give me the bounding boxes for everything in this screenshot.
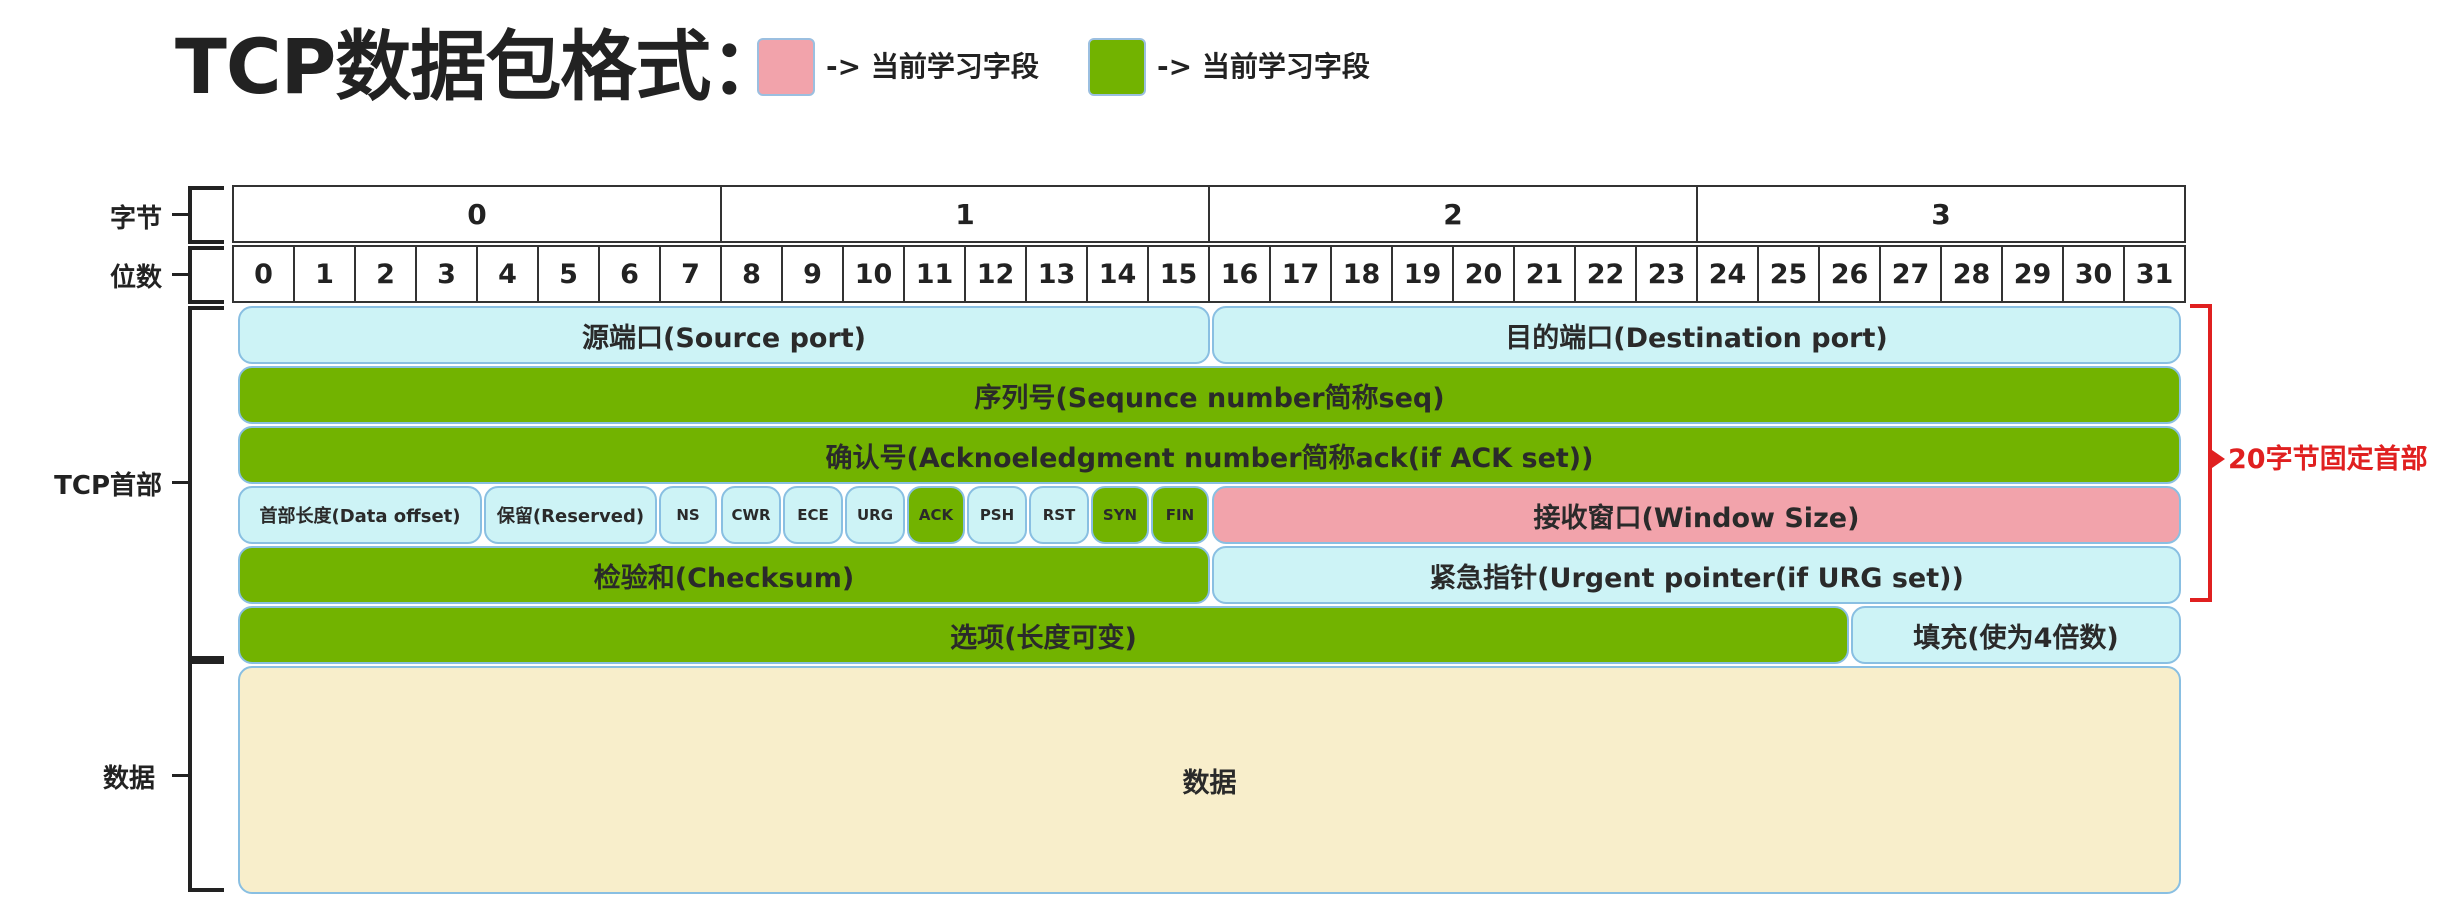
bit-cell: 21 — [1515, 247, 1576, 301]
row-label-bits: 位数 — [109, 263, 162, 293]
checksum-field: 检验和(Checksum) — [238, 546, 1210, 604]
bit-cell: 22 — [1576, 247, 1637, 301]
bit-cell: 29 — [2003, 247, 2064, 301]
byte-row: 0 1 2 3 — [232, 185, 2186, 243]
data-field: 数据 — [238, 666, 2181, 894]
ns-flag: NS — [659, 486, 717, 544]
bit-cell: 19 — [1393, 247, 1454, 301]
bit-cell: 10 — [844, 247, 905, 301]
legend-swatch-green — [1088, 38, 1146, 96]
bit-cell: 18 — [1332, 247, 1393, 301]
byte-cell: 0 — [234, 187, 722, 241]
legend-text-green: -> 当前学习字段 — [1157, 50, 1370, 83]
bit-cell: 4 — [478, 247, 539, 301]
bracket-data — [188, 660, 192, 892]
urgent-pointer-field: 紧急指针(Urgent pointer(if URG set)) — [1212, 546, 2181, 604]
bit-cell: 7 — [661, 247, 722, 301]
bit-cell: 11 — [905, 247, 966, 301]
page-title: TCP数据包格式： — [175, 22, 786, 111]
fixed-header-bracket — [2190, 304, 2212, 602]
reserved-field: 保留(Reserved) — [484, 486, 657, 544]
bit-cell: 3 — [417, 247, 478, 301]
byte-cell: 3 — [1931, 197, 1951, 231]
bit-cell: 27 — [1881, 247, 1942, 301]
bracket-bytes — [188, 186, 192, 244]
bit-cell: 20 — [1454, 247, 1515, 301]
row-label-tcp-header: TCP首部 — [54, 471, 162, 501]
byte-cell: 2 — [1210, 187, 1698, 241]
row-label-data: 数据 — [102, 764, 155, 794]
ece-flag: ECE — [783, 486, 843, 544]
urg-flag: URG — [845, 486, 905, 544]
bracket-bits — [188, 246, 192, 304]
fin-flag: FIN — [1151, 486, 1209, 544]
ack-number-field: 确认号(Acknoeledgment number简称ack(if ACK se… — [238, 426, 2181, 484]
bit-cell: 25 — [1759, 247, 1820, 301]
padding-field: 填充(使为4倍数) — [1851, 606, 2181, 664]
cwr-flag: CWR — [721, 486, 781, 544]
data-offset-field: 首部长度(Data offset) — [238, 486, 482, 544]
legend-swatch-pink — [757, 38, 815, 96]
syn-flag: SYN — [1091, 486, 1149, 544]
bit-cell: 12 — [966, 247, 1027, 301]
bit-cell: 6 — [600, 247, 661, 301]
bit-cell: 26 — [1820, 247, 1881, 301]
sequence-number-field: 序列号(Sequnce number简称seq) — [238, 366, 2181, 424]
bit-cell: 31 — [2135, 258, 2174, 290]
bit-cell: 16 — [1210, 247, 1271, 301]
bit-cell: 13 — [1027, 247, 1088, 301]
bit-cell: 5 — [539, 247, 600, 301]
options-field: 选项(长度可变) — [238, 606, 1849, 664]
psh-flag: PSH — [967, 486, 1027, 544]
row-label-bytes: 字节 — [109, 204, 162, 234]
bit-cell: 1 — [295, 247, 356, 301]
ack-flag: ACK — [907, 486, 965, 544]
bit-cell: 0 — [234, 247, 295, 301]
bit-cell: 8 — [722, 247, 783, 301]
bit-cell: 9 — [783, 247, 844, 301]
bit-cell: 23 — [1637, 247, 1698, 301]
bit-cell: 14 — [1088, 247, 1149, 301]
source-port-field: 源端口(Source port) — [238, 306, 1210, 364]
rst-flag: RST — [1029, 486, 1089, 544]
byte-cell: 1 — [722, 187, 1210, 241]
window-size-field: 接收窗口(Window Size) — [1212, 486, 2181, 544]
bracket-tcp-header — [188, 306, 192, 658]
bit-cell: 17 — [1271, 247, 1332, 301]
bit-cell: 2 — [356, 247, 417, 301]
legend-text-pink: -> 当前学习字段 — [826, 50, 1039, 83]
destination-port-field: 目的端口(Destination port) — [1212, 306, 2181, 364]
bit-cell: 30 — [2064, 247, 2125, 301]
fixed-header-label: 20字节固定首部 — [2228, 444, 2428, 475]
bit-cell: 28 — [1942, 247, 2003, 301]
bit-cell: 15 — [1149, 247, 1210, 301]
bit-cell: 24 — [1698, 247, 1759, 301]
